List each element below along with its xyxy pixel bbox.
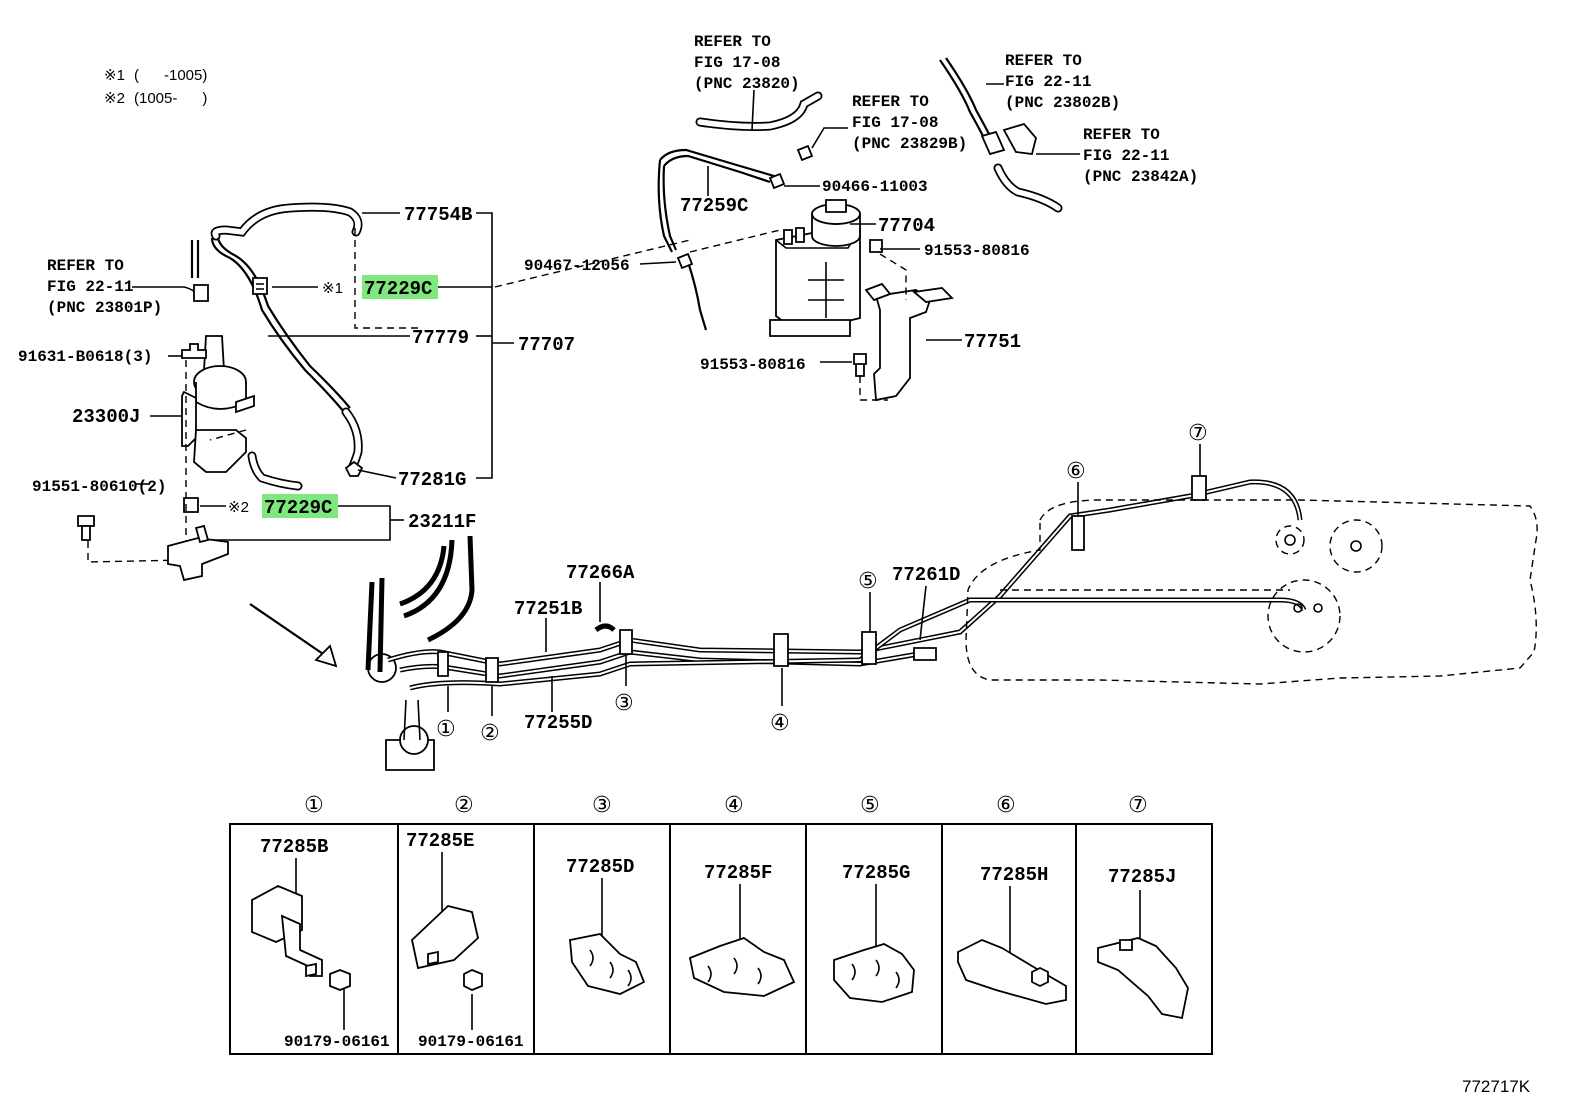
tube-callouts: ① ② ③ ④ ⑤ ⑥ ⑦ bbox=[436, 420, 1208, 745]
canister-77704 bbox=[657, 91, 954, 402]
label-77281g[interactable]: 77281G bbox=[398, 469, 466, 491]
note-2-mark: ※2 bbox=[104, 90, 125, 107]
clamp-drawing-2 bbox=[411, 905, 483, 991]
leaders-left bbox=[132, 212, 691, 541]
ref-line: (PNC 23802B) bbox=[1005, 94, 1120, 112]
label-77754b[interactable]: 77754B bbox=[404, 204, 472, 226]
ref-block-fig22-11-23802b: REFER TO FIG 22-11 (PNC 23802B) bbox=[1005, 52, 1120, 112]
fuel-tubes bbox=[365, 475, 1307, 771]
mark-2: ※2 bbox=[228, 499, 249, 516]
label-91631[interactable]: 91631-B0618(3) bbox=[18, 348, 152, 366]
bolt-91551 bbox=[77, 515, 95, 541]
leaders-tubes bbox=[447, 444, 1201, 716]
label-77229c-2[interactable]: 77229C bbox=[264, 497, 332, 519]
label-77259c[interactable]: 77259C bbox=[680, 195, 748, 217]
label-77266a[interactable]: 77266A bbox=[566, 562, 635, 584]
label-77251b[interactable]: 77251B bbox=[514, 598, 582, 620]
clamp-drawing-1 bbox=[251, 885, 351, 991]
callout-3: ③ bbox=[614, 690, 634, 715]
note-2-range: (1005- ) bbox=[134, 90, 207, 107]
leaders-canister bbox=[639, 89, 962, 363]
label-90466[interactable]: 90466-11003 bbox=[822, 178, 928, 196]
callout-5: ⑤ bbox=[858, 568, 878, 593]
ref-line: (PNC 23820) bbox=[694, 75, 800, 93]
hoses-upper-right bbox=[939, 57, 1080, 213]
bracket-23211f bbox=[167, 524, 229, 582]
clamp-drawing-6 bbox=[957, 939, 1067, 1005]
clamp-table-frame bbox=[229, 823, 1213, 1055]
label-23300j[interactable]: 23300J bbox=[72, 406, 140, 428]
callout-6: ⑥ bbox=[1066, 458, 1086, 483]
clamp-header-4: ④ bbox=[724, 792, 744, 817]
clamp-part-77285h[interactable]: 77285H bbox=[980, 864, 1048, 886]
label-91551[interactable]: 91551-80610(2) bbox=[32, 478, 166, 496]
ref-line: FIG 17-08 bbox=[852, 114, 938, 132]
clamp-nut-1[interactable]: 90179-06161 bbox=[284, 1033, 390, 1051]
vsv-23300j bbox=[87, 240, 303, 563]
ref-line: REFER TO bbox=[694, 33, 771, 51]
part-labels: 77754B ※1 77229C 77779 77707 77281G 9163… bbox=[18, 178, 1030, 734]
legend-notes: ※1 ( -1005) ※2 (1005- ) bbox=[104, 67, 207, 107]
ref-block-fig22-11-23801p: REFER TO FIG 22-11 (PNC 23801P) bbox=[47, 257, 162, 317]
clamp-drawing-3 bbox=[569, 933, 646, 995]
note-1-range: ( -1005) bbox=[134, 67, 207, 84]
callout-2: ② bbox=[480, 720, 500, 745]
clamp-part-77285g[interactable]: 77285G bbox=[842, 862, 910, 884]
callout-4: ④ bbox=[770, 710, 790, 735]
clamp-part-77285j[interactable]: 77285J bbox=[1108, 866, 1176, 888]
ref-line: REFER TO bbox=[1083, 126, 1160, 144]
clamp-part-77285d[interactable]: 77285D bbox=[566, 856, 634, 878]
clamp-drawing-7 bbox=[1097, 937, 1189, 1020]
ref-line: REFER TO bbox=[1005, 52, 1082, 70]
ref-line: (PNC 23842A) bbox=[1083, 168, 1198, 186]
clamp-nut-2[interactable]: 90179-06161 bbox=[418, 1033, 524, 1051]
clamp-header-6: ⑥ bbox=[996, 792, 1016, 817]
clamp-part-77285f[interactable]: 77285F bbox=[704, 862, 772, 884]
clamp-drawing-5 bbox=[833, 943, 915, 1003]
ref-line: (PNC 23801P) bbox=[47, 299, 162, 317]
label-77707[interactable]: 77707 bbox=[518, 334, 575, 356]
ref-line: REFER TO bbox=[47, 257, 124, 275]
figure-id: 772717K bbox=[1462, 1077, 1531, 1096]
clamp-header-2: ② bbox=[454, 792, 474, 817]
hose-assembly-77707 bbox=[183, 202, 364, 513]
clamp-part-77285b[interactable]: 77285B bbox=[260, 836, 328, 858]
label-90467[interactable]: 90467-12056 bbox=[524, 257, 630, 275]
label-23211f[interactable]: 23211F bbox=[408, 511, 476, 533]
label-91553-a[interactable]: 91553-80816 bbox=[924, 242, 1030, 260]
label-77255d[interactable]: 77255D bbox=[524, 712, 592, 734]
clamp-header-3: ③ bbox=[592, 792, 612, 817]
clamp-drawing-4 bbox=[688, 937, 796, 997]
clamp-header-1: ① bbox=[304, 792, 324, 817]
ref-block-fig17-08-23820: REFER TO FIG 17-08 (PNC 23820) bbox=[694, 33, 800, 93]
highlight-77229c-2 bbox=[262, 494, 338, 518]
clamp-header-7: ⑦ bbox=[1128, 792, 1148, 817]
ref-line: FIG 17-08 bbox=[694, 54, 780, 72]
ref-line: (PNC 23829B) bbox=[852, 135, 967, 153]
fuel-tank-outline bbox=[965, 499, 1538, 685]
label-77261d[interactable]: 77261D bbox=[892, 564, 960, 586]
highlight-77229c-1 bbox=[362, 275, 438, 299]
note-1-mark: ※1 bbox=[104, 67, 125, 84]
ref-line: FIG 22-11 bbox=[47, 278, 133, 296]
label-77779[interactable]: 77779 bbox=[412, 327, 469, 349]
clamp-table: ① ② ③ ④ ⑤ ⑥ ⑦ 77285B 77285E 77285D 77285… bbox=[229, 792, 1213, 1055]
ref-line: FIG 22-11 bbox=[1005, 73, 1091, 91]
ref-block-fig17-08-23829b: REFER TO FIG 17-08 (PNC 23829B) bbox=[852, 93, 967, 153]
label-77229c-1[interactable]: 77229C bbox=[364, 278, 432, 300]
ref-block-fig22-11-23842a: REFER TO FIG 22-11 (PNC 23842A) bbox=[1083, 126, 1198, 186]
ref-line: REFER TO bbox=[852, 93, 929, 111]
ref-line: FIG 22-11 bbox=[1083, 147, 1169, 165]
label-77751[interactable]: 77751 bbox=[964, 331, 1021, 353]
label-91553-b[interactable]: 91553-80816 bbox=[700, 356, 806, 374]
clamp-part-77285e[interactable]: 77285E bbox=[406, 830, 474, 852]
mark-1: ※1 bbox=[322, 280, 343, 297]
callout-1: ① bbox=[436, 716, 456, 741]
label-77704[interactable]: 77704 bbox=[878, 215, 935, 237]
clamp-header-5: ⑤ bbox=[860, 792, 880, 817]
callout-7: ⑦ bbox=[1188, 420, 1208, 445]
direction-arrow bbox=[249, 603, 338, 668]
